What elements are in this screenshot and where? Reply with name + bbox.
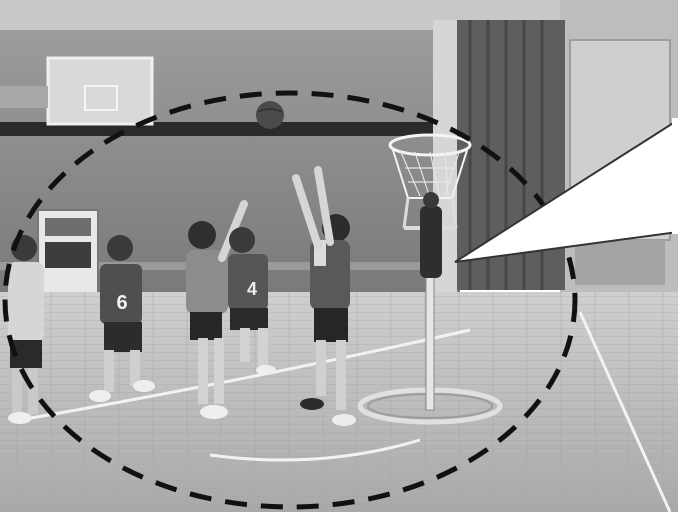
side-vent <box>575 240 665 285</box>
callout-bubble-edge <box>672 118 678 234</box>
court-lines <box>19 311 672 512</box>
player-left-edge <box>8 235 44 424</box>
player-4-number: 4 <box>247 279 257 299</box>
player-6-number: 6 <box>116 292 127 314</box>
ball <box>256 101 284 129</box>
highlight-dashed-ellipse <box>2 90 578 510</box>
player-number-6: 6 <box>89 235 155 402</box>
wall-backboard <box>0 56 154 126</box>
player-shooting <box>292 166 356 426</box>
adult-spectator <box>420 192 442 278</box>
player-number-4: 4 <box>228 227 276 375</box>
callout-pointer <box>454 118 678 263</box>
